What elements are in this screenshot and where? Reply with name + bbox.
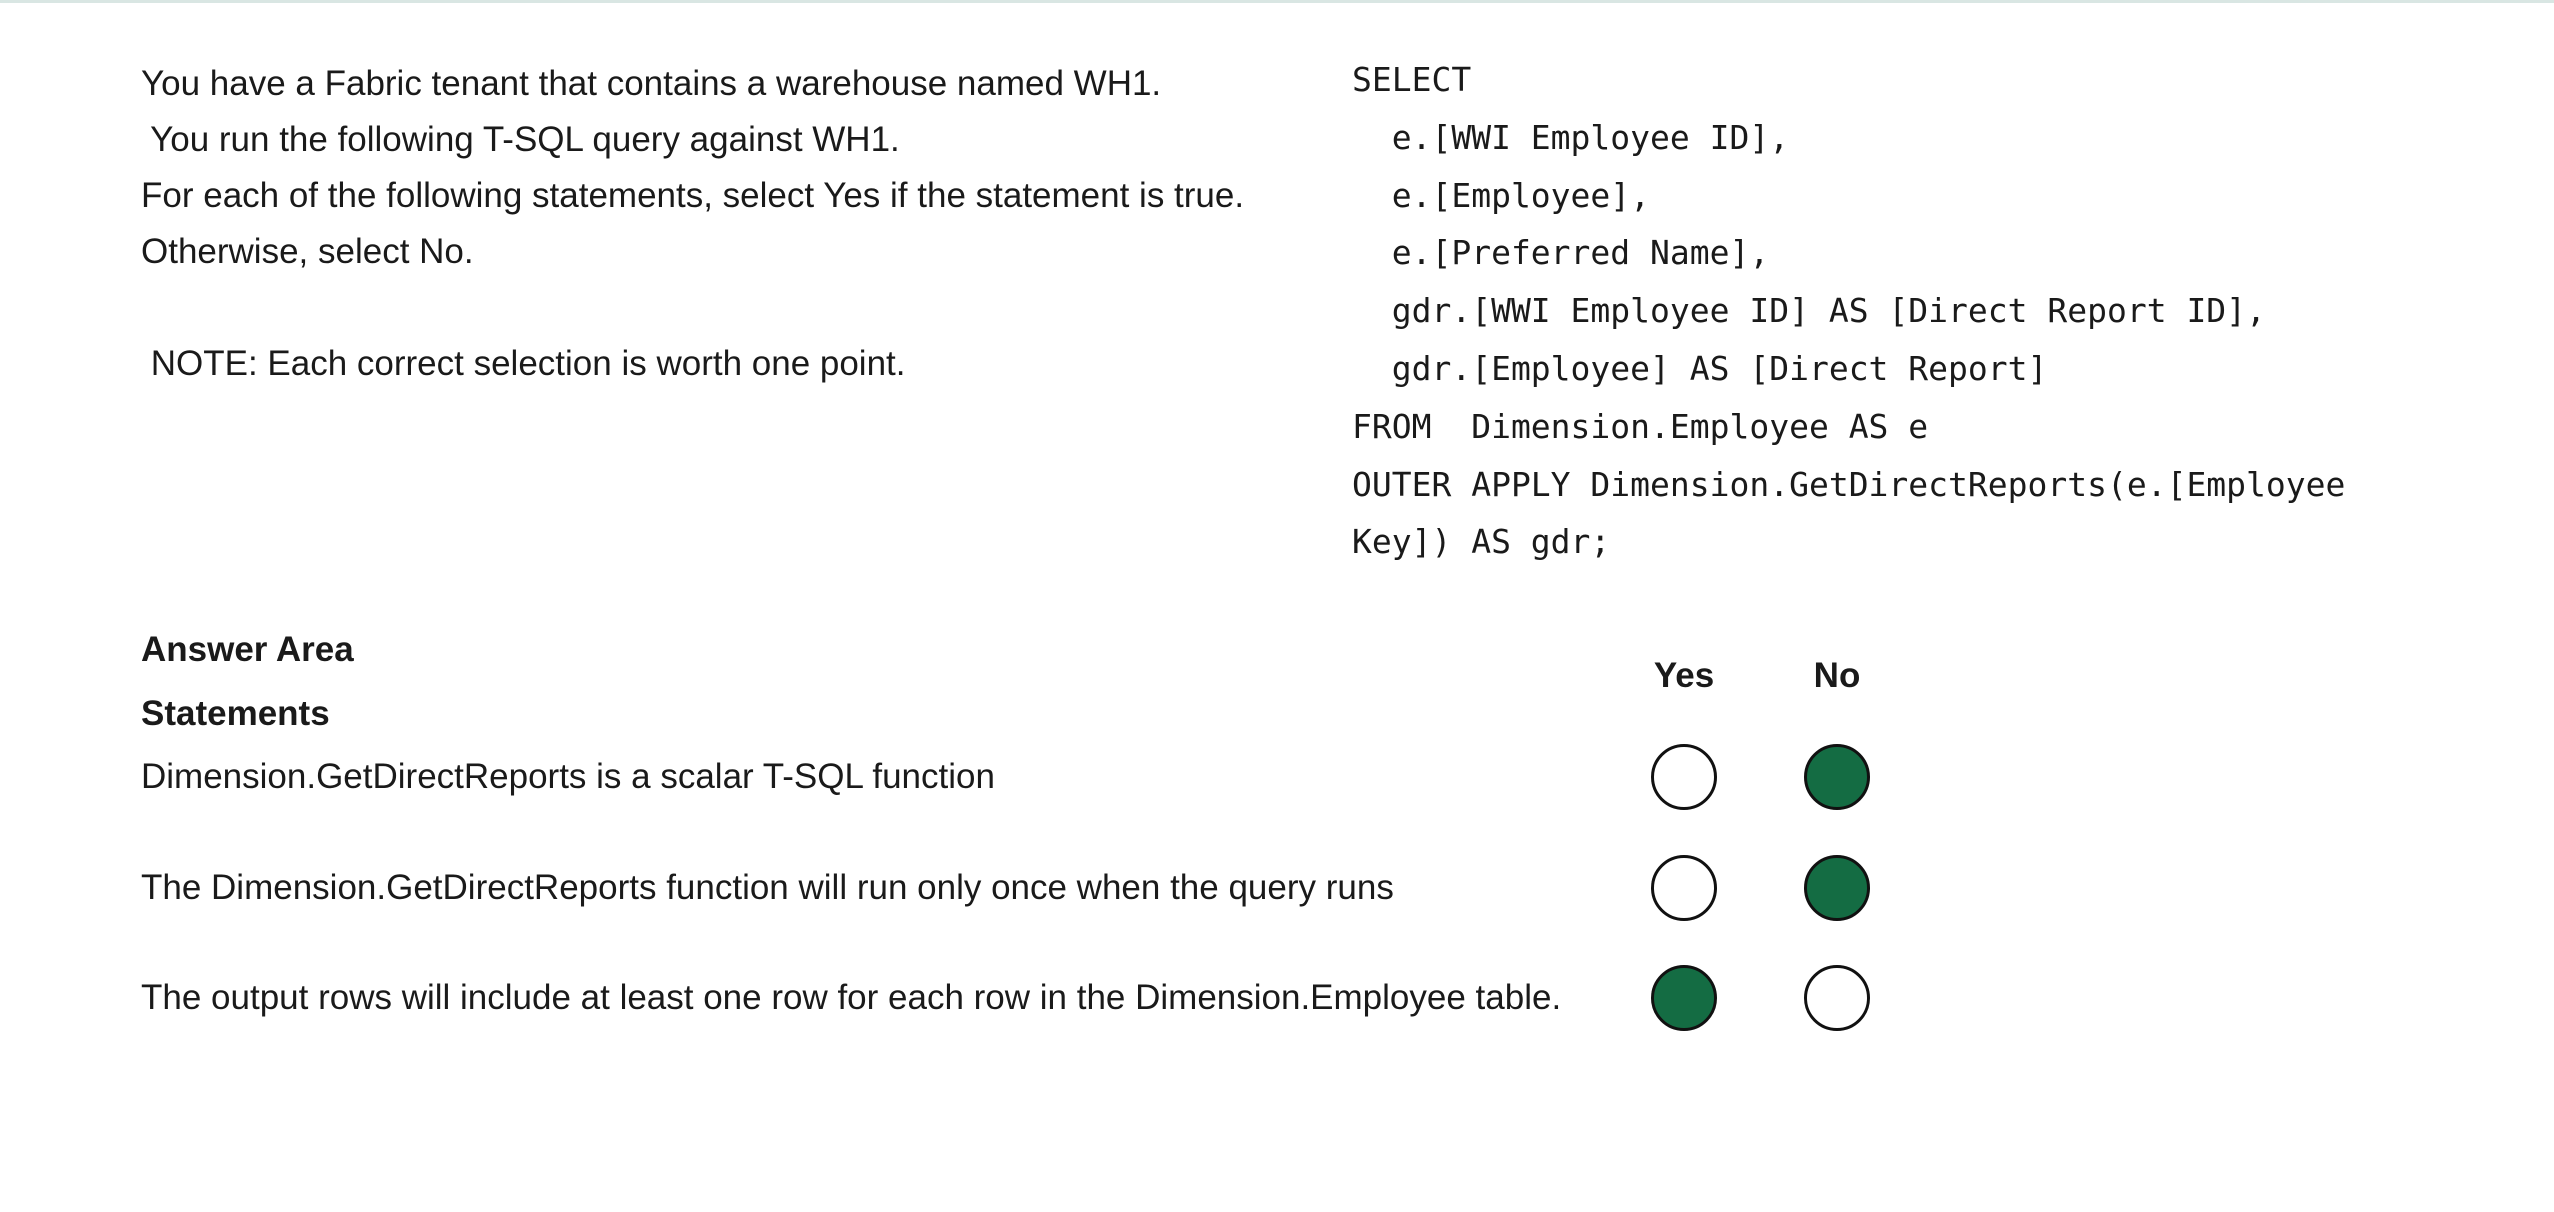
question-line: For each of the following statements, se… (141, 176, 1245, 215)
code-line: FROM Dimension.Employee AS e (1352, 406, 1929, 446)
sql-code-block: SELECT e.[WWI Employee ID], e.[Employee]… (1352, 51, 2502, 571)
statement-text: The Dimension.GetDirectReports function … (141, 868, 1394, 907)
yes-radio[interactable] (1651, 965, 1717, 1031)
code-line: gdr.[WWI Employee ID] AS [Direct Report … (1352, 291, 2266, 331)
question-note: NOTE: Each correct selection is worth on… (141, 344, 906, 383)
statement-row: Dimension.GetDirectReports is a scalar T… (0, 742, 2554, 812)
statement-row: The output rows will include at least on… (0, 963, 2554, 1033)
yes-radio[interactable] (1651, 855, 1717, 921)
answer-area-title: Answer Area (141, 630, 354, 669)
code-line: e.[Employee], (1352, 175, 1651, 215)
code-line: gdr.[Employee] AS [Direct Report] (1352, 348, 2048, 388)
statement-row: The Dimension.GetDirectReports function … (0, 853, 2554, 923)
question-line: Otherwise, select No. (141, 232, 474, 271)
no-column-header: No (1813, 656, 1861, 695)
statement-text: The output rows will include at least on… (141, 978, 1562, 1017)
code-line: OUTER APPLY Dimension.GetDirectReports(e… (1352, 464, 2346, 504)
yes-radio[interactable] (1651, 744, 1717, 810)
question-text: You have a Fabric tenant that contains a… (141, 56, 1301, 392)
code-line: SELECT (1352, 60, 1472, 99)
no-radio[interactable] (1804, 855, 1870, 921)
question-line: You have a Fabric tenant that contains a… (141, 64, 1162, 103)
yes-column-header: Yes (1653, 656, 1715, 695)
question-line: You run the following T-SQL query agains… (141, 120, 900, 159)
statements-heading: Statements (141, 694, 330, 733)
code-line: e.[WWI Employee ID], (1352, 117, 1790, 157)
statement-text: Dimension.GetDirectReports is a scalar T… (141, 757, 995, 796)
no-radio[interactable] (1804, 965, 1870, 1031)
no-radio[interactable] (1804, 744, 1870, 810)
top-border (0, 0, 2554, 3)
code-line: Key]) AS gdr; (1352, 522, 1611, 562)
code-line: e.[Preferred Name], (1352, 233, 1770, 273)
